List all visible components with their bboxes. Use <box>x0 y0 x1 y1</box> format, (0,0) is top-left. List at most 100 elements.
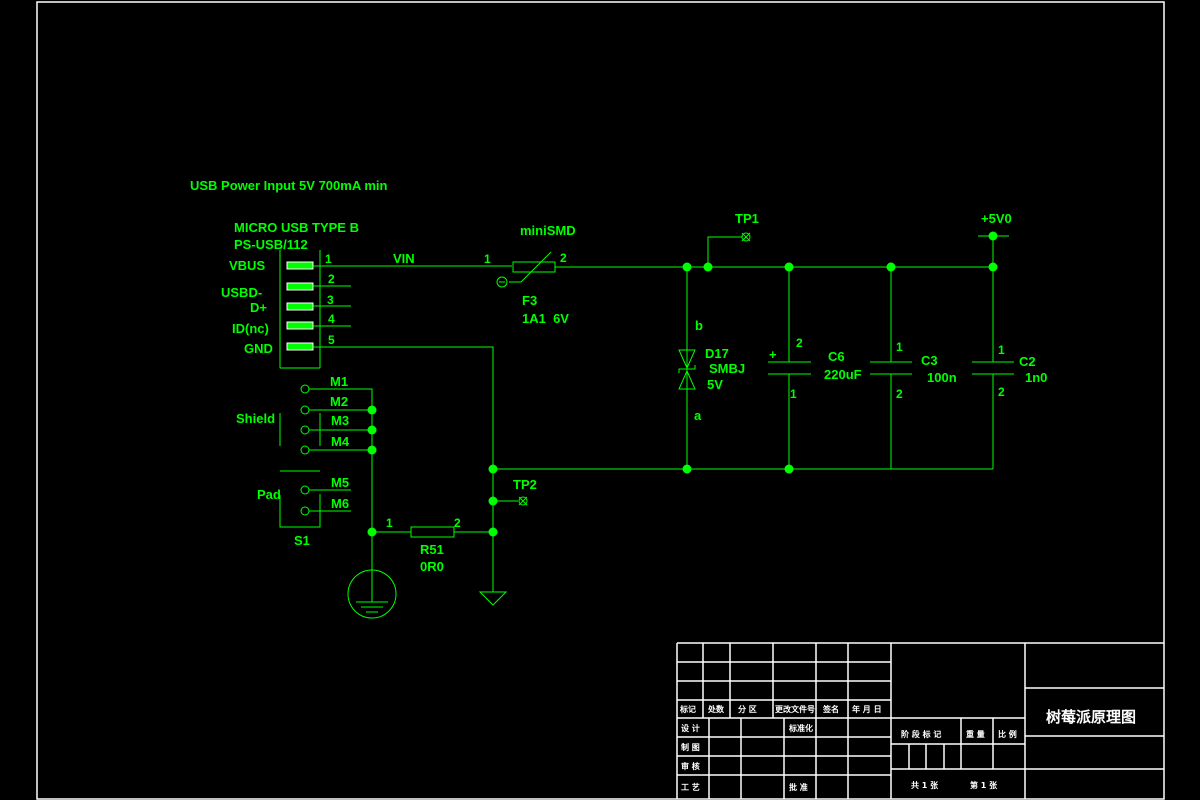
mount-label: M4 <box>331 434 350 449</box>
rev-header: 签名 <box>822 704 839 714</box>
diode-pin-b: b <box>695 318 703 333</box>
tp2-label: TP2 <box>513 477 537 492</box>
test-point-tp1[interactable]: TP1 <box>707 211 759 267</box>
fuse-pin1: 1 <box>484 252 491 266</box>
mount-label: M1 <box>330 374 348 389</box>
diode-pin-a: a <box>694 408 702 423</box>
diode-triangle-bottom <box>678 369 696 390</box>
pin-pad <box>286 261 314 270</box>
fuse-designator: F3 <box>522 293 537 308</box>
earth-ground-icon <box>347 530 397 619</box>
junction-dot <box>703 262 713 272</box>
pin-pad <box>286 302 314 311</box>
fuse-package: miniSMD <box>520 223 576 238</box>
fuse-slash <box>520 251 552 283</box>
pin-number: 1 <box>325 252 332 266</box>
role-label: 工 艺 <box>681 782 700 792</box>
role-label: 审 核 <box>681 761 700 771</box>
connector-title: MICRO USB TYPE B <box>234 220 359 235</box>
junction-dot <box>488 464 498 474</box>
drawing-title: 树莓派原理图 <box>1046 708 1136 726</box>
resistor-pin1: 1 <box>386 516 393 530</box>
pin-number: 5 <box>328 333 335 347</box>
approval-label: 批 准 <box>789 782 808 792</box>
diode-type: SMBJ <box>709 361 745 376</box>
pad-label: Pad <box>257 487 281 502</box>
role-label: 设 计 <box>681 723 700 733</box>
pin-number: 4 <box>328 312 335 326</box>
cap-designator: C3 <box>921 353 938 368</box>
role-label: 制 图 <box>681 742 700 752</box>
stage-header: 阶 段 标 记 <box>901 729 941 739</box>
resistor-pin2: 2 <box>454 516 461 530</box>
schematic-heading: USB Power Input 5V 700mA min <box>190 178 388 193</box>
ground-icon <box>478 591 508 606</box>
capacitor-c3[interactable]: 1 2 C3 100n <box>870 267 957 469</box>
stage-header: 比 例 <box>998 729 1017 739</box>
shield-label: Shield <box>236 411 275 426</box>
title-block: 标记 处数 分 区 更改文件号 签名 年 月 日 设 计 制 图 审 核 工 艺… <box>676 642 1164 799</box>
standardization-label: 标准化 <box>788 723 813 733</box>
sheet-number: 第 1 张 <box>970 780 998 790</box>
junction-dot <box>367 405 377 415</box>
diode-triangle-top <box>678 349 696 370</box>
mount-m1-wire <box>309 388 373 530</box>
rev-header: 分 区 <box>738 704 757 714</box>
test-point-icon <box>741 232 751 242</box>
mount-label: M2 <box>330 394 348 409</box>
pin-name: D+ <box>250 300 267 315</box>
junction-dot <box>488 496 498 506</box>
usb-connector[interactable]: MICRO USB TYPE B PS-USB/112 VBUS USBD- D… <box>221 220 359 369</box>
rev-header: 年 月 日 <box>852 704 882 714</box>
power-port-label: +5V0 <box>981 211 1012 226</box>
junction-dot <box>784 262 794 272</box>
capacitor-c6[interactable]: + 2 1 C6 220uF <box>768 267 862 469</box>
connector-designator: S1 <box>294 533 310 548</box>
junction-dot <box>784 464 794 474</box>
junction-dot <box>367 527 377 537</box>
resistor-r51[interactable]: 1 2 R51 0R0 <box>372 516 493 574</box>
junction-dot <box>488 527 498 537</box>
pin-name: ID(nc) <box>232 321 269 336</box>
pin-pad <box>286 321 314 330</box>
cap-designator: C2 <box>1019 354 1036 369</box>
resistor-value: 0R0 <box>420 559 444 574</box>
test-point-icon-x2 <box>741 232 751 242</box>
junction-dot <box>886 262 896 272</box>
rev-header: 处数 <box>707 704 725 714</box>
cap-bottom-pin: 2 <box>998 385 1005 399</box>
connector-part: PS-USB/112 <box>234 237 308 252</box>
cap-designator: C6 <box>828 349 845 364</box>
diode-value: 5V <box>707 377 723 392</box>
pin-pad <box>286 282 314 291</box>
junction-dot <box>988 231 998 241</box>
junction-dot <box>682 262 692 272</box>
cap-top-pin: 2 <box>796 336 803 350</box>
pin-name: USBD- <box>221 285 262 300</box>
sheet-total: 共 1 张 <box>911 780 939 790</box>
junctions <box>367 231 998 537</box>
tvs-diode-d17[interactable]: b a D17 SMBJ 5V <box>678 267 745 469</box>
capacitor-c2[interactable]: 1 2 C2 1n0 <box>972 267 1047 469</box>
pin-number: 3 <box>327 293 334 307</box>
power-port-5v0[interactable]: +5V0 <box>978 211 1012 267</box>
cap-top-pin: 1 <box>896 340 903 354</box>
pin-pad <box>286 342 314 351</box>
rev-header: 更改文件号 <box>775 704 815 714</box>
junction-dot <box>682 464 692 474</box>
junction-dot <box>988 262 998 272</box>
fuse-f3[interactable]: miniSMD 1 2 F3 1A1 6V <box>484 223 576 326</box>
resistor-designator: R51 <box>420 542 444 557</box>
cap-bottom-pin: 2 <box>896 387 903 401</box>
pin-name: GND <box>244 341 273 356</box>
pin-number: 2 <box>328 272 335 286</box>
test-point-icon-x2 <box>518 496 528 506</box>
cap-value: 1n0 <box>1025 370 1047 385</box>
mount-label: M6 <box>331 496 349 511</box>
diode-designator: D17 <box>705 346 729 361</box>
cap-top-pin: 1 <box>998 343 1005 357</box>
drawing-frame <box>36 1 1165 800</box>
cap-bottom-pin: 1 <box>790 387 797 401</box>
pin-name: VBUS <box>229 258 265 273</box>
